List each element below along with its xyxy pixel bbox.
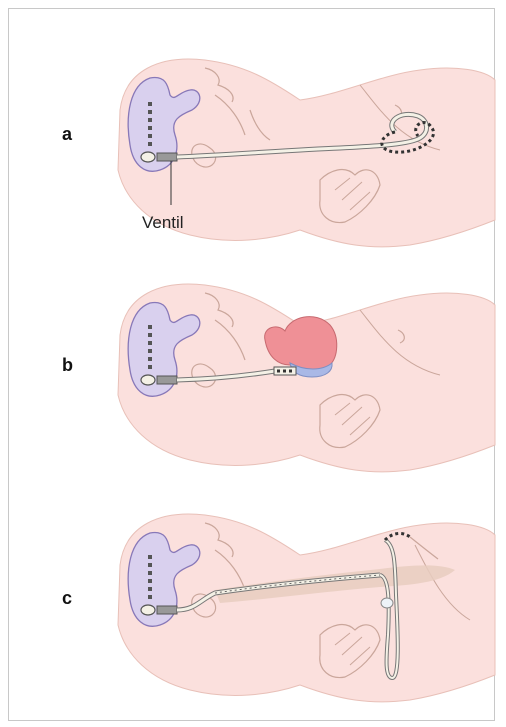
valve-callout-label: Ventil <box>142 213 184 233</box>
panel-c-illustration <box>0 495 506 715</box>
panel-b-illustration <box>0 265 506 480</box>
panel-a-illustration <box>0 40 506 260</box>
valve <box>141 152 155 162</box>
panel-label-b: b <box>62 355 73 376</box>
panel-label-a: a <box>62 124 72 145</box>
panel-label-c: c <box>62 588 72 609</box>
connector <box>381 598 393 608</box>
valve <box>141 375 155 385</box>
valve <box>141 605 155 615</box>
